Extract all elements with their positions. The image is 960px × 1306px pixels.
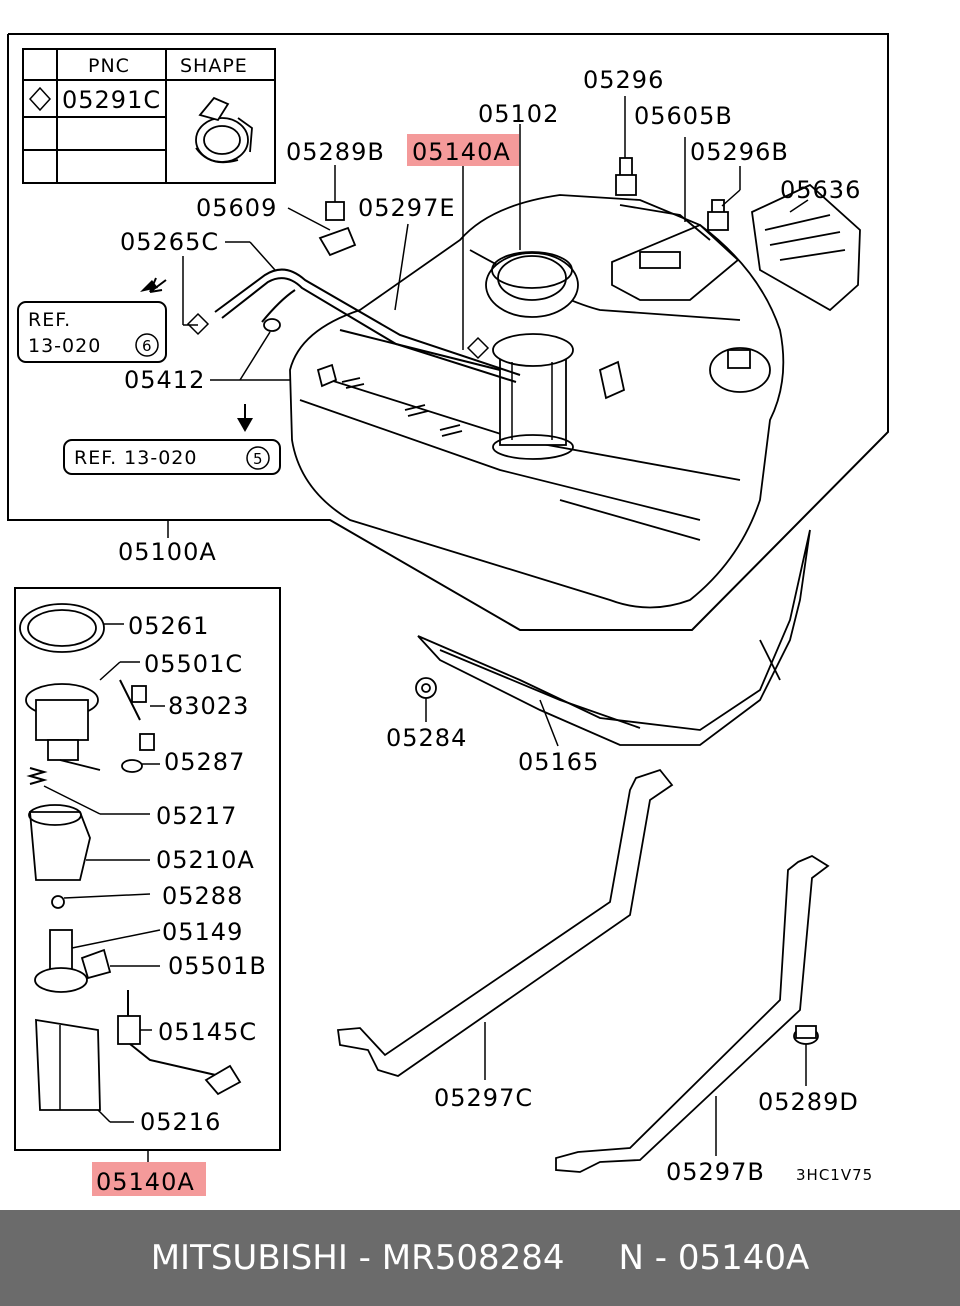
label-05297B[interactable]: 05297B [666,1158,765,1186]
diamond-icon-2 [466,336,490,360]
label-05288[interactable]: 05288 [162,882,243,910]
protector-05165 [417,529,811,746]
wire-83023 [119,679,155,751]
svg-text:5: 5 [253,450,264,468]
strap-05297B [555,854,830,1173]
strap-05297C [336,768,674,1077]
diamond-icon-1 [186,312,210,336]
label-05412[interactable]: 05412 [124,366,205,394]
arrow-head-icon [140,280,158,292]
legend-header-pnc: PNC [88,55,130,77]
svg-text:6: 6 [142,337,153,355]
small-bracket-in-tank [316,360,626,437]
spring-05217 [26,767,48,785]
label-83023[interactable]: 83023 [168,692,249,720]
label-05289D[interactable]: 05289D [758,1088,859,1116]
hose-05412 [261,289,296,323]
label-05140A-top[interactable]: 05140A [412,138,511,166]
clamp-shape-icon [195,96,253,164]
bolt-05296 [615,157,637,196]
label-05216[interactable]: 05216 [140,1108,221,1136]
filter-05216 [35,1018,101,1111]
label-05145C[interactable]: 05145C [158,1018,257,1046]
highlight-top [407,134,519,166]
part-labels: 05296 05102 05605B 05289B 05140A 05296B … [96,66,873,1196]
label-05149[interactable]: 05149 [162,918,243,946]
label-05501B[interactable]: 05501B [168,952,267,980]
highlight-bottom [92,1162,206,1196]
housing-05210A [28,804,91,881]
cover-05636 [751,183,861,312]
svg-text:REF.: REF. [28,309,71,331]
label-05140A-bottom[interactable]: 05140A [96,1168,195,1196]
label-05605B[interactable]: 05605B [634,102,733,130]
label-05284[interactable]: 05284 [386,724,467,752]
arrow-down-icon [237,418,253,432]
clip-05609 [318,226,357,257]
label-05296B[interactable]: 05296B [690,138,789,166]
hose-05265C [214,268,521,376]
ref-box-5[interactable]: REF. 13-020 5 [63,439,281,475]
bolt-05296B [707,199,729,231]
legend-header-shape: SHAPE [180,55,248,77]
label-05297C[interactable]: 05297C [434,1084,533,1112]
label-05501C[interactable]: 05501C [144,650,243,678]
bolt-05284 [415,677,437,699]
label-05165[interactable]: 05165 [518,748,599,776]
pump-flange-05501C [25,683,101,771]
footer-bar: MITSUBISHI - MR508284 N - 05140A [0,1210,960,1306]
assembly-frame [7,33,889,631]
pump-ring-05102 [485,251,579,318]
bracket-05605B [611,204,740,301]
label-05261[interactable]: 05261 [128,612,209,640]
label-05102[interactable]: 05102 [478,100,559,128]
label-05210A[interactable]: 05210A [156,846,255,874]
svg-text:REF. 13-020: REF. 13-020 [74,447,197,469]
label-05100A[interactable]: 05100A [118,538,217,566]
label-05609[interactable]: 05609 [196,194,277,222]
leader-lines [43,96,809,1162]
label-05297E[interactable]: 05297E [358,194,456,222]
label-05287[interactable]: 05287 [164,748,245,776]
legend-table: PNC SHAPE 05291C [22,48,276,184]
diagram-code: 3HC1V75 [796,1166,873,1184]
nut-05289B [325,201,345,221]
label-05289B[interactable]: 05289B [286,138,385,166]
filler-neck [709,347,771,393]
legend-row-pnc: 05291C [62,86,161,114]
ring-05261 [19,603,105,653]
pump-05149 [34,929,88,993]
bracket-05501B [80,948,112,980]
nut-05289D [793,1025,819,1045]
label-05636[interactable]: 05636 [780,176,861,204]
ref-box-6[interactable]: REF. 13-020 6 [17,301,167,363]
diamond-icon [28,86,52,112]
label-05296[interactable]: 05296 [583,66,664,94]
svg-text:13-020: 13-020 [28,335,101,357]
footer-text: MITSUBISHI - MR508284 N - 05140A [150,1238,810,1278]
fuel-pump-in-tank [492,333,574,460]
label-05265C[interactable]: 05265C [120,228,219,256]
oring-05287 [121,759,143,773]
label-05217[interactable]: 05217 [156,802,237,830]
grommet-05288 [51,895,65,909]
